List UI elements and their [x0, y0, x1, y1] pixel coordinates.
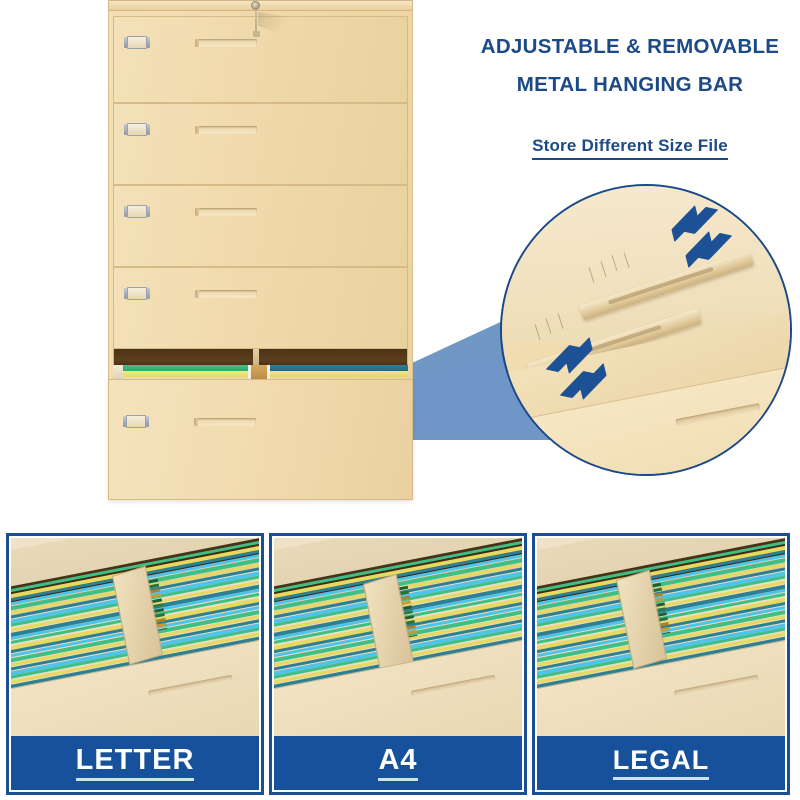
drawer-handle[interactable]	[194, 418, 256, 426]
subtitle: Store Different Size File	[462, 136, 798, 160]
thumbnail-legal[interactable]: LEGAL	[532, 533, 790, 795]
label-holder-icon	[124, 205, 150, 218]
thumbnail-caption: LEGAL	[537, 736, 785, 790]
label-holder-icon	[124, 123, 150, 136]
thumbnail-image	[11, 538, 259, 736]
lock-icon[interactable]	[251, 1, 260, 10]
cabinet-interior-gap	[113, 349, 408, 369]
drawer-handle[interactable]	[676, 403, 761, 427]
headline: ADJUSTABLE & REMOVABLE METAL HANGING BAR	[462, 28, 798, 104]
label-holder-icon	[124, 287, 150, 300]
thumbnail-letter[interactable]: LETTER	[6, 533, 264, 795]
drawer-handle[interactable]	[195, 208, 257, 216]
drawer-2[interactable]	[113, 103, 408, 185]
drawer-handle[interactable]	[195, 39, 257, 47]
subtitle-text: Store Different Size File	[532, 136, 728, 160]
headline-line-1: ADJUSTABLE & REMOVABLE	[480, 35, 780, 58]
size-thumbnail-row: LETTER A4	[0, 533, 800, 800]
label-holder-icon	[124, 36, 150, 49]
drawer-handle[interactable]	[195, 126, 257, 134]
drawer-4[interactable]	[113, 267, 408, 349]
caption-text: LETTER	[75, 745, 195, 781]
magnifier-circle	[500, 184, 792, 476]
key-icon[interactable]	[252, 9, 260, 37]
caption-text: A4	[378, 745, 418, 781]
interior-divider	[253, 349, 259, 369]
cabinet-top-panel	[108, 0, 413, 11]
caption-text: LEGAL	[612, 746, 710, 780]
label-holder-icon	[123, 415, 149, 428]
file-divider-tab	[248, 365, 270, 381]
thumbnail-caption: A4	[274, 736, 522, 790]
drawer-5-open[interactable]	[108, 379, 413, 500]
filing-cabinet	[108, 0, 413, 500]
thumbnail-caption: LETTER	[11, 736, 259, 790]
thumbnail-image	[537, 538, 785, 736]
drawer-handle[interactable]	[195, 290, 257, 298]
hanging-files-strip	[113, 365, 408, 381]
headline-line-2: METAL HANGING BAR	[516, 73, 744, 96]
drawer-3[interactable]	[113, 185, 408, 267]
thumbnail-a4[interactable]: A4	[269, 533, 527, 795]
drawer-1[interactable]	[113, 16, 408, 103]
thumbnail-image	[274, 538, 522, 736]
